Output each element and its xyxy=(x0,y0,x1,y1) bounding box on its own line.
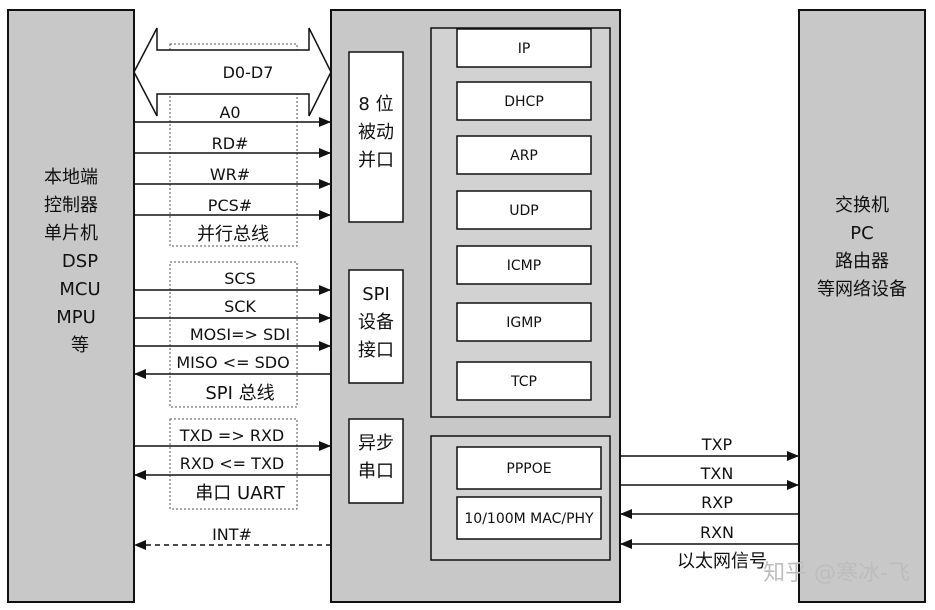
protocol-box xyxy=(456,135,592,175)
network-device-block xyxy=(798,9,926,603)
signal-rxp-label: RXP xyxy=(701,493,733,512)
signal-rxn-label: RXN xyxy=(700,523,734,542)
local-controller-line: MCU xyxy=(59,279,100,300)
mac-phy-box xyxy=(456,496,602,540)
signal-mosi-label: MOSI=> SDI xyxy=(190,325,290,344)
protocol-label: IP xyxy=(518,41,531,57)
uart-bus-group xyxy=(169,418,298,510)
protocol-label: ARP xyxy=(510,148,538,164)
protocol-box xyxy=(456,361,592,401)
data-bus-arrow xyxy=(133,27,332,117)
protocol-label: TCP xyxy=(510,374,537,390)
uart-interface-box xyxy=(348,418,404,504)
parallel-interface-box xyxy=(348,51,404,223)
network-device-line: 等网络设备 xyxy=(817,279,907,300)
local-controller-line: 单片机 xyxy=(44,223,98,244)
local-controller-block xyxy=(7,9,135,603)
signal-pcs-label: PCS# xyxy=(208,196,252,215)
network-device-label: 交换机 PC 路由器 等网络设备 xyxy=(817,195,907,300)
protocol-label: IGMP xyxy=(506,315,542,331)
signal-txd-label: TXD => RXD xyxy=(179,426,284,445)
signal-txn-label: TXN xyxy=(700,464,734,483)
protocol-label: UDP xyxy=(509,203,538,219)
protocol-box xyxy=(456,190,592,230)
signal-int-label: INT# xyxy=(212,525,252,544)
spi-interface-box xyxy=(348,269,404,384)
protocol-box xyxy=(456,28,592,68)
parallel-bus-caption: 并行总线 xyxy=(197,224,269,245)
signal-miso-label: MISO <= SDO xyxy=(176,353,289,372)
local-controller-line: 控制器 xyxy=(44,195,98,216)
data-bus-label: D0-D7 xyxy=(223,63,274,82)
signal-scs-label: SCS xyxy=(224,269,255,288)
parallel-interface-line: 并口 xyxy=(358,150,394,171)
protocol-label: ICMP xyxy=(507,258,541,274)
spi-interface-line: 设备 xyxy=(358,312,394,333)
network-device-line: 路由器 xyxy=(835,251,889,272)
signal-a0-label: A0 xyxy=(219,103,240,122)
signal-rd-label: RD# xyxy=(212,134,249,153)
ethernet-caption: 以太网信号 xyxy=(677,551,767,572)
local-controller-line: 等 xyxy=(71,335,89,356)
uart-bus-caption: 串口 UART xyxy=(195,483,285,504)
network-device-line: PC xyxy=(850,223,873,244)
mac-phy-label: 10/100M MAC/PHY xyxy=(464,511,594,527)
local-controller-line: MPU xyxy=(56,307,96,328)
protocol-box xyxy=(456,302,592,342)
uart-interface-line: 串口 xyxy=(358,461,394,482)
signal-wr-label: WR# xyxy=(210,165,250,184)
protocol-stack: IP DHCP ARP UDP ICMP IGMP TCP xyxy=(456,28,592,401)
parallel-interface-line: 被动 xyxy=(358,122,394,143)
signal-rxd-label: RXD <= TXD xyxy=(180,454,284,473)
protocol-box xyxy=(456,245,592,285)
spi-bus-caption: SPI 总线 xyxy=(205,383,274,404)
spi-interface-line: 接口 xyxy=(358,340,394,361)
protocol-label: DHCP xyxy=(504,94,544,110)
parallel-bus-group xyxy=(169,43,298,247)
pppoe-box xyxy=(456,446,602,490)
local-controller-line: 本地端 xyxy=(44,167,98,188)
spi-interface-line: SPI xyxy=(362,284,390,305)
protocol-box xyxy=(456,81,592,121)
parallel-interface-line: 8 位 xyxy=(358,94,393,115)
uart-interface-line: 异步 xyxy=(358,433,394,454)
watermark: 知乎 @寒冰-飞 xyxy=(763,561,910,586)
pppoe-label: PPPOE xyxy=(506,461,551,477)
network-device-line: 交换机 xyxy=(835,195,889,216)
local-controller-label: 本地端 控制器 单片机 DSP MCU MPU 等 xyxy=(44,167,101,356)
signal-txp-label: TXP xyxy=(701,435,733,454)
local-controller-line: DSP xyxy=(62,251,98,272)
signal-sck-label: SCK xyxy=(224,297,256,316)
